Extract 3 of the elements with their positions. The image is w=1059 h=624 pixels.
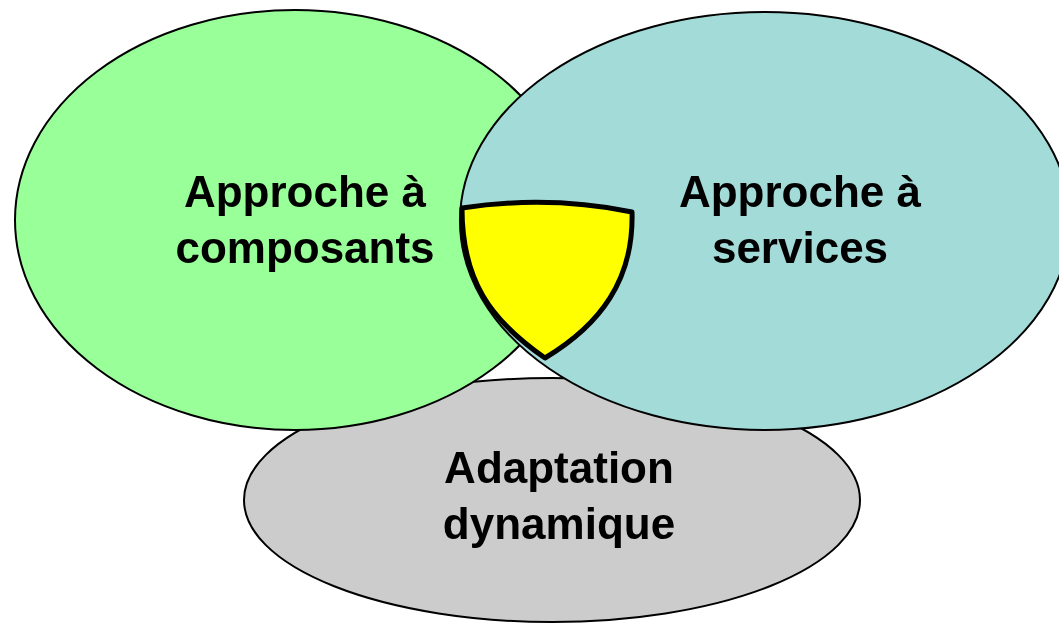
circle-label: Approche à composants	[174, 166, 436, 274]
circle-label: Adaptation dynamique	[441, 442, 677, 550]
circle-label: Approche à services	[677, 166, 922, 274]
